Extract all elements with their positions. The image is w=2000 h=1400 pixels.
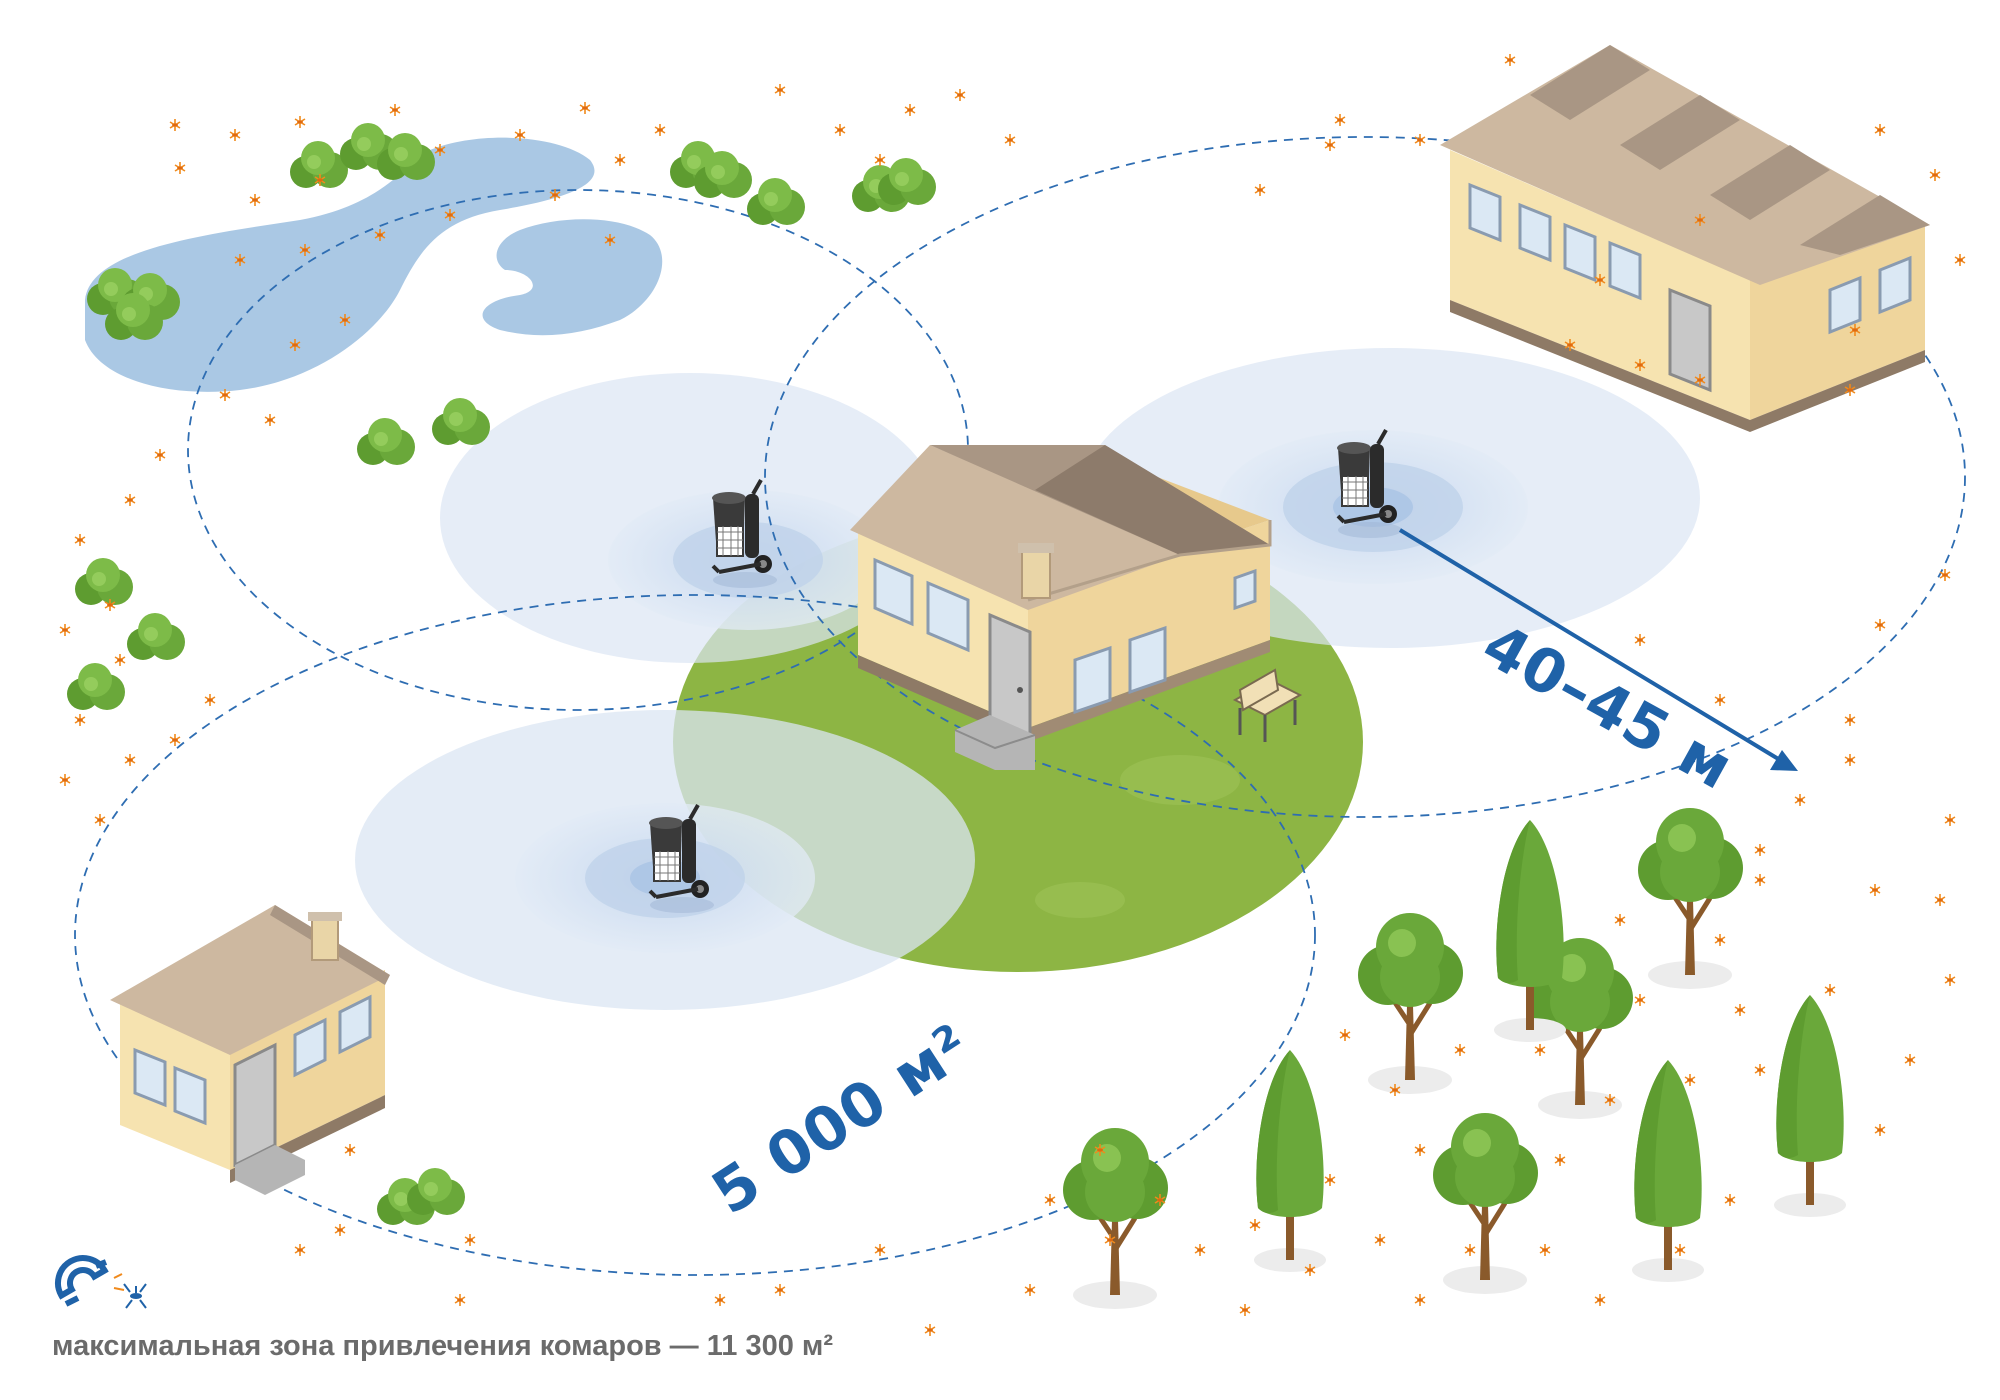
mosquito-icon — [1929, 168, 1941, 182]
barn — [1440, 45, 1930, 432]
mosquito-icon — [1334, 113, 1346, 127]
mosquito-icon — [1874, 123, 1886, 137]
mosquito-icon — [714, 1293, 726, 1307]
caption: максимальная зона привлечения комаров — … — [52, 1330, 834, 1362]
mosquito-icon — [954, 88, 966, 102]
mosquito-icon — [1844, 753, 1856, 767]
mosquito-icon — [229, 128, 241, 142]
mosquito-icon — [1024, 1283, 1036, 1297]
mosquito-icon — [1534, 1043, 1546, 1057]
mosquito-icon — [614, 153, 626, 167]
mosquito-icon — [874, 153, 886, 167]
mosquito-icon — [579, 101, 591, 115]
mosquito-icon — [1714, 693, 1726, 707]
mosquito-icon — [344, 1143, 356, 1157]
mosquito-icon — [204, 693, 216, 707]
mosquito-icon — [114, 653, 126, 667]
mosquito-icon — [834, 123, 846, 137]
radius-arrow — [1398, 528, 1798, 771]
mosquito-icon — [1454, 1043, 1466, 1057]
bench — [1232, 668, 1303, 742]
mosquito-icon — [924, 1323, 936, 1337]
mosquito-icon — [1634, 633, 1646, 647]
mosquito-icon — [464, 1233, 476, 1247]
mosquito-icon — [1414, 1143, 1426, 1157]
mosquito-icon — [1844, 713, 1856, 727]
mosquito-icon — [1724, 1193, 1736, 1207]
mosquito-icon — [124, 753, 136, 767]
mosquito-icon — [1634, 993, 1646, 1007]
mosquito-icon — [1614, 913, 1626, 927]
mosquito-icon — [1869, 883, 1881, 897]
mosquito-icon — [294, 1243, 306, 1257]
mosquito-icon — [1414, 1293, 1426, 1307]
mosquito-icon — [294, 115, 306, 129]
mosquito-icon — [1684, 1073, 1696, 1087]
mosquito-icon — [1239, 1303, 1251, 1317]
mosquito-icon — [454, 1293, 466, 1307]
mosquito-icon — [124, 493, 136, 507]
mosquito-icon — [1464, 1243, 1476, 1257]
mosquito-icon — [1794, 793, 1806, 807]
mosquito-icon — [74, 533, 86, 547]
mosquito-icon — [904, 103, 916, 117]
mosquito-icon — [74, 713, 86, 727]
mosquito-icon — [1734, 1003, 1746, 1017]
mosquito-icon — [1954, 253, 1966, 267]
mosquito-icon — [1754, 1063, 1766, 1077]
mosquito-icon — [1714, 933, 1726, 947]
mosquito-icon — [1044, 1193, 1056, 1207]
mosquito-icon — [1874, 618, 1886, 632]
pond — [85, 137, 595, 392]
mosquito-icon — [1904, 1053, 1916, 1067]
mosquito-icon — [1374, 1233, 1386, 1247]
mosquito-icon — [1824, 983, 1836, 997]
mosquito-icon — [59, 623, 71, 637]
mosquito-icon — [249, 193, 261, 207]
mosquito-icon — [1194, 1243, 1206, 1257]
mosquito-icon — [874, 1243, 886, 1257]
mosquito-icon — [169, 118, 181, 132]
mosquito-icon — [154, 448, 166, 462]
mosquito-icon — [264, 413, 276, 427]
mosquito-icon — [774, 83, 786, 97]
mosquito-icon — [1254, 183, 1266, 197]
mosquito-icon — [1944, 813, 1956, 827]
mosquito-icon — [94, 813, 106, 827]
magnet-mosquito-icon — [55, 1255, 147, 1309]
mosquito-icon — [654, 123, 666, 137]
mosquito-icon — [1754, 843, 1766, 857]
mosquito-icon — [174, 161, 186, 175]
mosquito-icon — [1339, 1028, 1351, 1042]
mosquito-icon — [1944, 973, 1956, 987]
mosquito-icon — [1249, 1218, 1261, 1232]
mosquito-icon — [1004, 133, 1016, 147]
mosquito-icon — [1324, 138, 1336, 152]
mosquito-icon — [1324, 1173, 1336, 1187]
mosquito-icon — [169, 733, 181, 747]
mosquito-icon — [59, 773, 71, 787]
mosquito-icon — [1874, 1123, 1886, 1137]
main-house — [850, 445, 1272, 770]
mosquito-icon — [1554, 1153, 1566, 1167]
pond — [482, 219, 663, 336]
mosquito-icon — [774, 1283, 786, 1297]
mosquito-icon — [1754, 873, 1766, 887]
mosquito-icon — [1539, 1243, 1551, 1257]
mosquito-icon — [1674, 1243, 1686, 1257]
mosquito-icon — [334, 1223, 346, 1237]
mosquito-icon — [1504, 53, 1516, 67]
small-house — [110, 905, 390, 1195]
mosquito-icon — [1594, 1293, 1606, 1307]
mosquito-icon — [1934, 893, 1946, 907]
mosquito-icon — [1414, 133, 1426, 147]
mosquito-icon — [389, 103, 401, 117]
